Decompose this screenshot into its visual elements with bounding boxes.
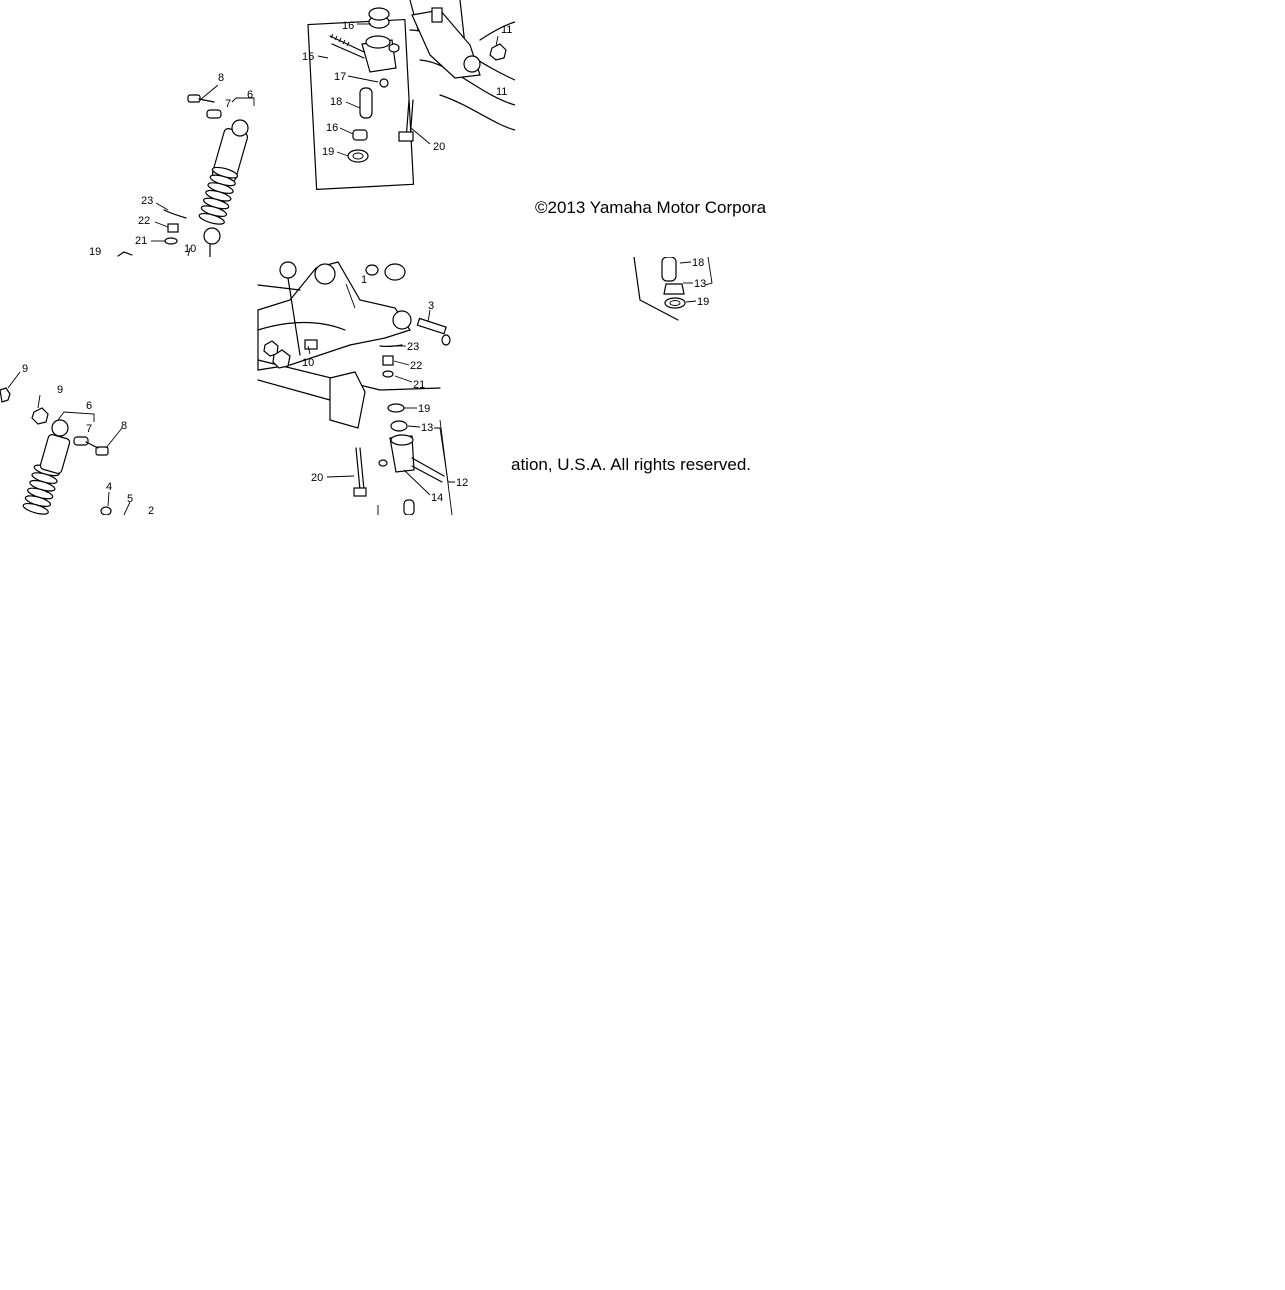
callout-7: 7 [86,423,92,435]
part-code: 4EMT100-0230 [560,116,622,126]
callout-18: 18 [330,96,342,108]
callout-12: 12 [456,477,468,489]
callout-17: 17 [334,71,346,83]
callout-13: 13 [694,278,706,290]
callout-14: 14 [431,492,443,504]
copyright-line-1: ©2013 Yamaha Motor Corpora [535,198,767,217]
callout-9-second: 9 [57,384,63,396]
tile-a-steering-knuckle: 16 15 17 18 16 19 20 11 11 8 7 6 23 22 2… [89,0,622,258]
callout-2: 2 [148,505,154,517]
callout-6: 6 [247,89,253,101]
callout-23: 23 [141,195,153,207]
callout-21: 21 [413,379,425,391]
callout-19: 19 [418,403,430,415]
callout-6: 6 [86,400,92,412]
callout-4: 4 [106,481,112,493]
callout-1: 1 [361,274,367,286]
callout-3: 3 [428,300,434,312]
callout-16-lower: 16 [326,122,338,134]
callout-7: 7 [225,98,231,110]
callout-19-left: 19 [89,246,101,258]
callout-10: 10 [302,357,314,369]
callout-18: 18 [692,257,704,269]
callout-16: 16 [342,20,354,32]
callout-23: 23 [407,341,419,353]
callout-9: 9 [22,363,28,375]
callout-10: 10 [184,243,196,255]
callout-8: 8 [218,72,224,84]
callout-11: 11 [501,24,512,36]
copyright-line-2: ation, U.S.A. All rights reserved. [511,455,751,474]
fwd-arrow-label: FWD [586,88,606,102]
callout-19: 19 [697,296,709,308]
callout-5: 5 [127,493,133,505]
callout-20: 20 [311,472,323,484]
callout-11-lower: 11 [496,86,507,98]
callout-13: 13 [421,422,433,434]
callout-8: 8 [121,420,127,432]
callout-19: 19 [322,146,334,158]
callout-22: 22 [138,215,150,227]
callout-22: 22 [410,360,422,372]
callout-20: 20 [433,141,445,153]
tile-c-arm-and-shock: 1 3 23 22 21 19 13 10 20 12 14 9 9 6 7 8… [0,261,468,517]
tile-b-fragment: 18 13 19 [633,257,713,321]
callout-15: 15 [302,51,314,63]
callout-21: 21 [135,235,147,247]
